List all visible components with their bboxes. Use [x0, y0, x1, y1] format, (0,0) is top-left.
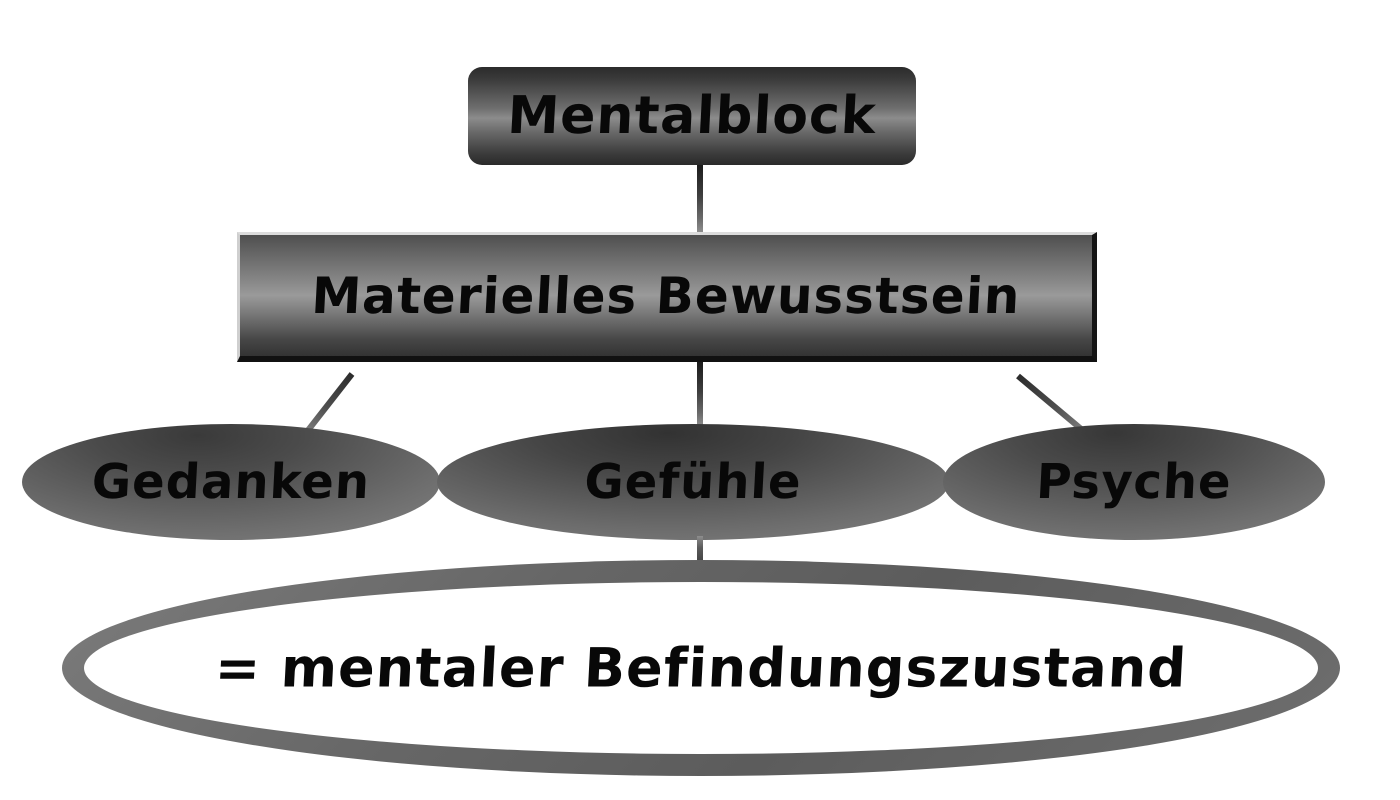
node-befindungszustand-fill	[84, 582, 1318, 754]
connector-mentalblock-to-materielles	[697, 164, 703, 232]
connector-gefuehle-to-befindungszustand	[697, 536, 703, 566]
node-gedanken[interactable]: Gedanken	[22, 424, 440, 540]
node-gedanken-label: Gedanken	[90, 454, 372, 510]
node-mentalblock[interactable]: Mentalblock	[468, 67, 916, 165]
node-psyche[interactable]: Psyche	[943, 424, 1325, 540]
node-mentalblock-label: Mentalblock	[505, 86, 879, 146]
node-gefuehle[interactable]: Gefühle	[437, 424, 949, 540]
node-psyche-label: Psyche	[1034, 454, 1234, 510]
node-gefuehle-label: Gefühle	[582, 454, 804, 510]
connector-materielles-to-gedanken	[302, 372, 355, 436]
connector-materielles-to-gefuehle	[697, 362, 703, 426]
node-materielles-bewusstsein-label: Materielles Bewusstsein	[309, 266, 1023, 325]
node-befindungszustand[interactable]: = mentaler Befindungszustand	[62, 560, 1340, 776]
node-materielles-bewusstsein[interactable]: Materielles Bewusstsein	[237, 232, 1097, 362]
